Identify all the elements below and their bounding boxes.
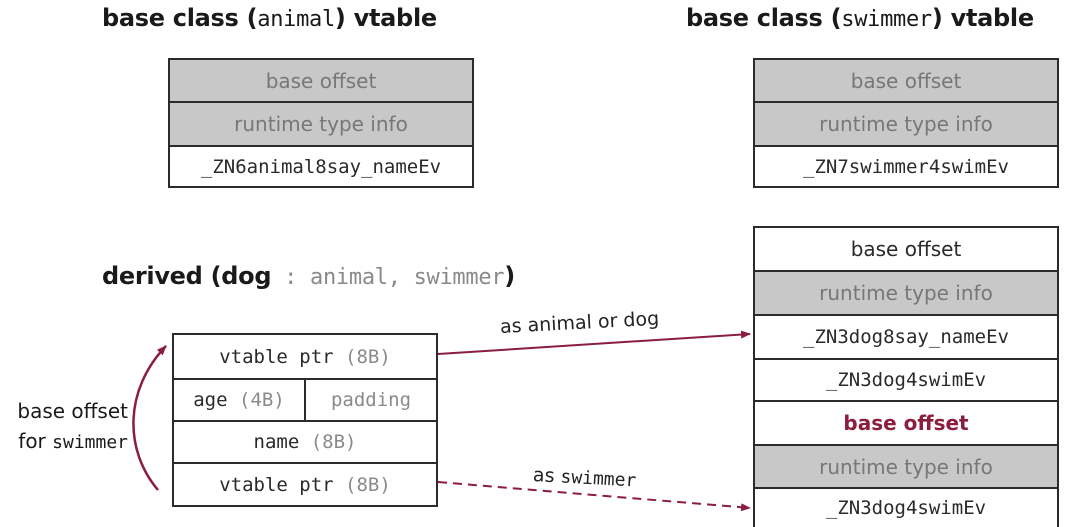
object-name-field: name (8B) <box>174 422 436 464</box>
swimmer-vtable-swim: _ZN7swimmer4swimEv <box>803 155 1009 178</box>
swimmer-class-name: swimmer <box>841 7 932 32</box>
animal-vtable: base offset runtime type info _ZN6animal… <box>168 58 474 188</box>
dog-vtable-swimmer-rtti: runtime type info <box>755 446 1057 489</box>
object-vtable-ptr-swimmer: vtable ptr (8B) <box>219 473 391 496</box>
as-animal-arrow <box>437 330 751 355</box>
dog-vtable-swim: _ZN3dog4swimEv <box>755 360 1057 402</box>
object-age-field: age (4B) <box>174 380 306 420</box>
object-padding-field: padding <box>330 389 412 411</box>
object-vtable-ptr-animal: vtable ptr (8B) <box>174 335 436 380</box>
dog-object-layout: vtable ptr (8B) age (4B) padding name (8… <box>172 333 438 507</box>
animal-vtable-say-name: _ZN6animal8say_nameEv <box>200 155 442 178</box>
animal-vtable-title: base class (animal) vtable <box>102 4 437 32</box>
object-age-row: age (4B) padding <box>174 380 436 422</box>
derived-title: derived (dog : animal, swimmer) <box>102 262 515 290</box>
swimmer-vtable-rtti: runtime type info <box>755 103 1057 147</box>
animal-vtable-rtti: runtime type info <box>170 103 472 147</box>
derived-bases: : animal, swimmer <box>271 265 505 290</box>
base-offset-label: base offset for swimmer <box>17 399 128 453</box>
swimmer-vtable-title: base class (swimmer) vtable <box>686 4 1034 32</box>
dog-vtable-swimmer-swim: _ZN3dog4swimEv <box>825 497 987 519</box>
swimmer-vtable: base offset runtime type info _ZN7swimme… <box>753 58 1059 188</box>
base-offset-curve-arrow <box>132 345 167 491</box>
dog-vtable: base offset runtime type info _ZN3dog8sa… <box>753 226 1059 527</box>
animal-class-name: animal <box>257 7 335 32</box>
derived-class-name: dog <box>221 262 272 290</box>
dog-vtable-rtti: runtime type info <box>755 272 1057 316</box>
dog-vtable-swimmer-base-offset: base offset <box>755 402 1057 446</box>
dog-vtable-say-name: _ZN3dog8say_nameEv <box>755 316 1057 360</box>
as-swimmer-arrow <box>437 481 751 512</box>
dog-vtable-base-offset: base offset <box>755 228 1057 272</box>
swimmer-vtable-base-offset: base offset <box>755 60 1057 103</box>
animal-vtable-base-offset: base offset <box>170 60 472 103</box>
